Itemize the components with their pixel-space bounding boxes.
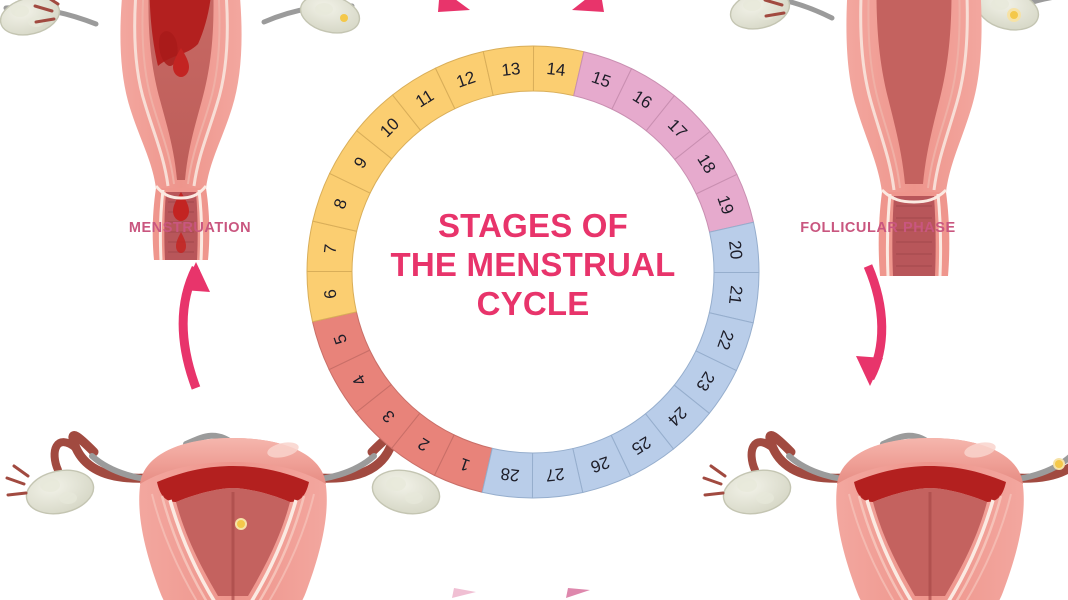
day-number-13: 13 bbox=[500, 58, 522, 80]
day-number-5: 5 bbox=[329, 331, 351, 347]
day-number-7: 7 bbox=[320, 242, 341, 255]
day-number-1: 1 bbox=[457, 453, 473, 475]
label-menstruation: MENSTRUATION bbox=[128, 220, 252, 236]
uterus-ovulation-full bbox=[702, 431, 1068, 600]
day-number-6: 6 bbox=[320, 288, 341, 301]
uterus-follicular-cross-section bbox=[729, 0, 1053, 277]
day-number-27: 27 bbox=[544, 464, 566, 486]
day-number-26: 26 bbox=[587, 452, 612, 477]
day-number-28: 28 bbox=[499, 464, 521, 486]
day-number-21: 21 bbox=[725, 284, 747, 306]
arrow-tip-top-right bbox=[572, 0, 604, 12]
title-line-1: STAGES OF bbox=[437, 207, 629, 244]
day-number-14: 14 bbox=[545, 58, 567, 80]
day-number-25: 25 bbox=[628, 431, 655, 459]
arrow-tip-bottom-left bbox=[452, 588, 476, 598]
title-line-2: THE MENSTRUAL bbox=[390, 246, 676, 283]
page-title: STAGES OF THE MENSTRUAL CYCLE bbox=[363, 206, 703, 323]
day-number-8: 8 bbox=[330, 196, 352, 212]
uterus-menstruation-cross-section bbox=[0, 0, 361, 261]
day-number-16: 16 bbox=[628, 86, 656, 113]
arrow-tip-bottom-right bbox=[566, 588, 590, 598]
day-number-11: 11 bbox=[412, 86, 438, 112]
day-number-17: 17 bbox=[664, 114, 692, 142]
ring-segment-day-28[interactable] bbox=[481, 447, 534, 499]
day-number-4: 4 bbox=[349, 371, 371, 390]
day-number-2: 2 bbox=[414, 433, 434, 455]
day-number-12: 12 bbox=[454, 67, 479, 92]
arrow-tip-top-left bbox=[438, 0, 470, 12]
ring-segment-group[interactable] bbox=[306, 45, 760, 499]
day-number-22: 22 bbox=[713, 327, 738, 352]
day-number-10: 10 bbox=[375, 113, 403, 141]
day-number-23: 23 bbox=[692, 367, 719, 395]
title-line-3: CYCLE bbox=[476, 285, 590, 322]
day-number-15: 15 bbox=[588, 67, 613, 92]
day-number-18: 18 bbox=[692, 150, 720, 177]
arrow-down-right bbox=[856, 264, 887, 386]
label-follicular-phase: FOLLICULAR PHASE bbox=[800, 220, 956, 236]
day-number-3: 3 bbox=[378, 405, 399, 426]
arrow-up-left bbox=[178, 262, 210, 390]
day-number-24: 24 bbox=[663, 403, 691, 431]
uterus-luteal-full bbox=[5, 431, 441, 600]
day-number-19: 19 bbox=[713, 193, 738, 218]
day-number-20: 20 bbox=[725, 239, 747, 261]
day-number-9: 9 bbox=[350, 153, 372, 173]
